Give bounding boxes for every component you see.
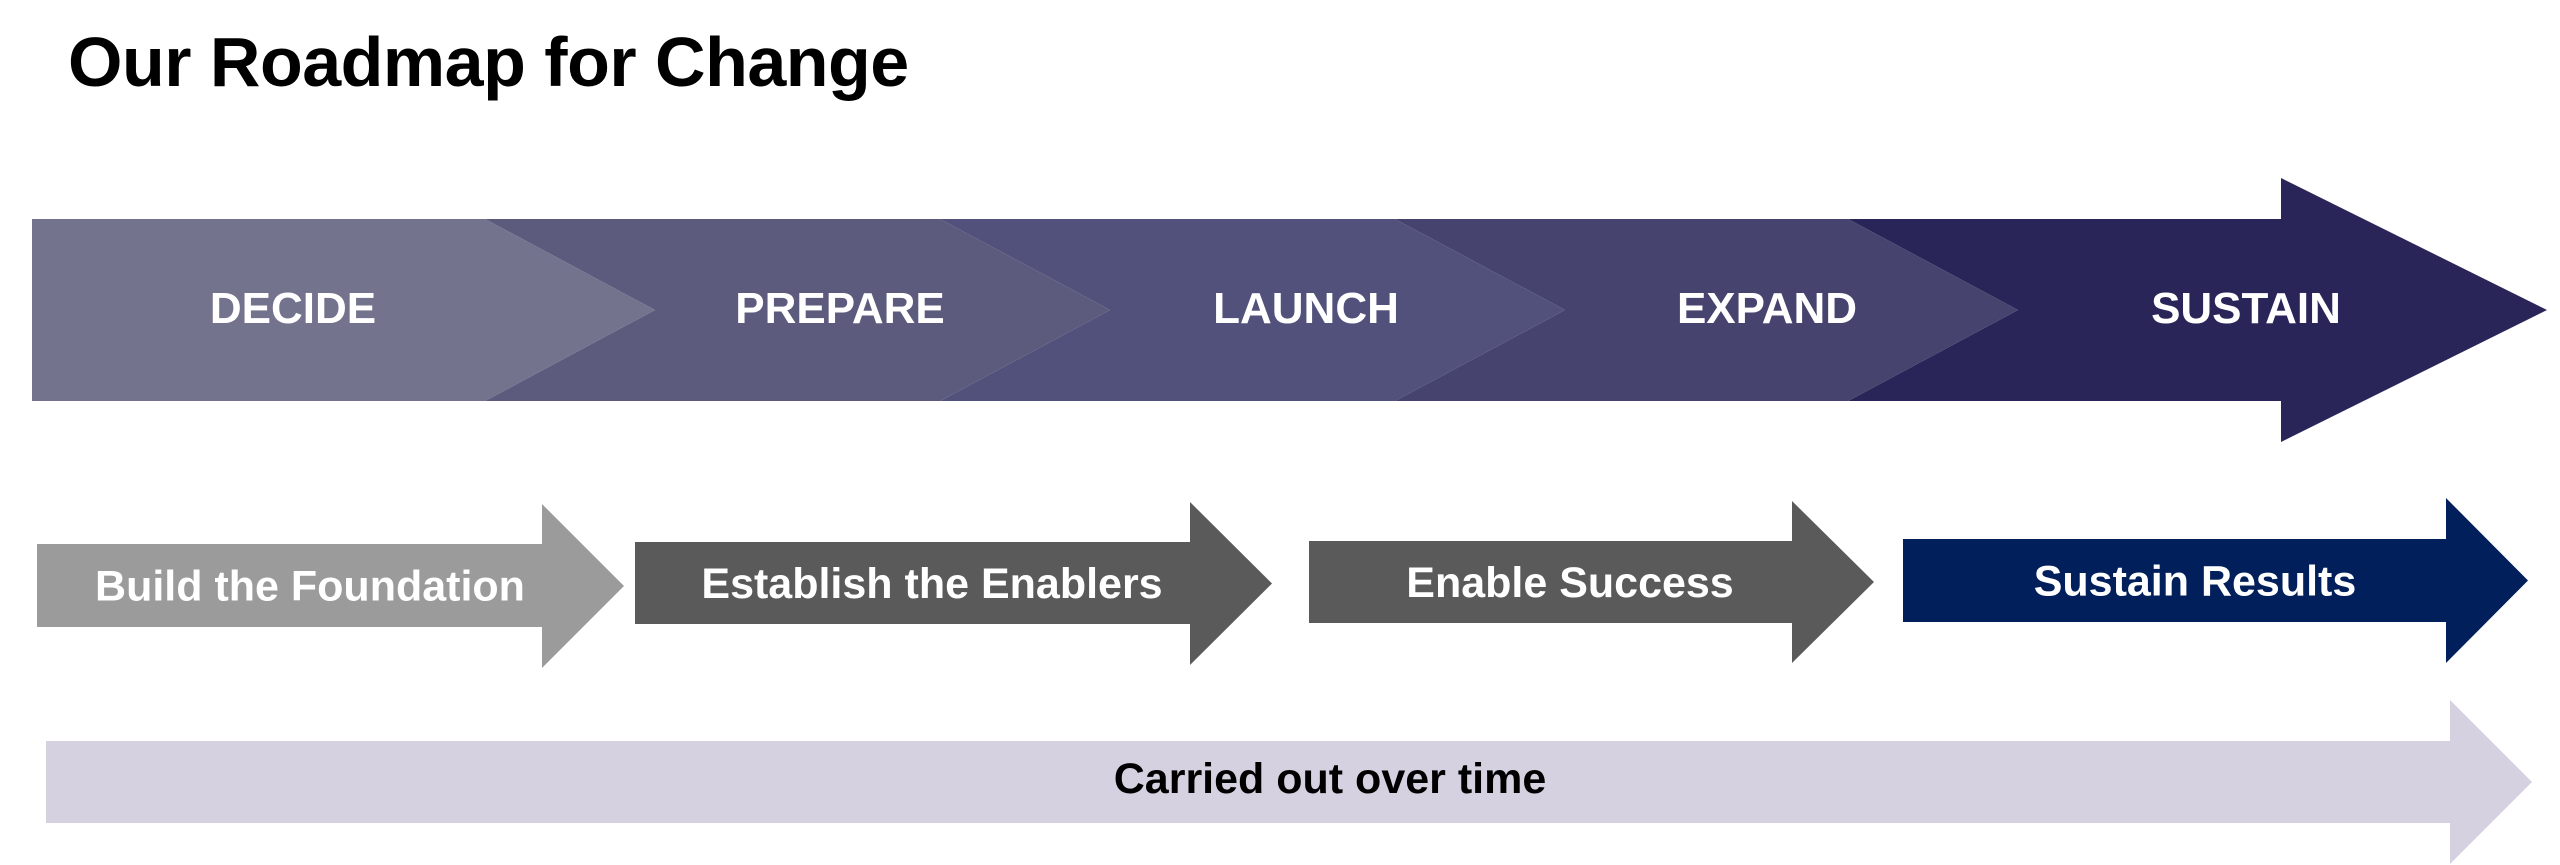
- timeline-arrow: [46, 700, 2532, 864]
- page-title: Our Roadmap for Change: [68, 23, 909, 101]
- phase-label-launch: LAUNCH: [1213, 284, 1399, 333]
- step-arrow-sustain-results: [1903, 498, 2528, 663]
- phase-shape-decide: [32, 219, 655, 401]
- phase-label-prepare: PREPARE: [735, 284, 944, 333]
- phase-label-decide: DECIDE: [210, 284, 376, 333]
- step-arrow-build-foundation: [37, 504, 624, 668]
- phase-shape-prepare: [485, 219, 1110, 401]
- step-arrow-establish-enablers: [635, 502, 1272, 665]
- step-label-establish-enablers: Establish the Enablers: [701, 560, 1162, 608]
- timeline-label: Carried out over time: [1114, 755, 1547, 803]
- step-arrow-enable-success: [1309, 501, 1874, 663]
- phase-shape-sustain: [1848, 178, 2547, 442]
- step-label-build-foundation: Build the Foundation: [95, 563, 525, 611]
- phase-shape-launch: [940, 219, 1565, 401]
- timeline: Carried out over time: [46, 700, 2532, 864]
- step-label-enable-success: Enable Success: [1406, 559, 1733, 607]
- phase-shape-expand: [1395, 219, 2018, 401]
- phase-label-sustain: SUSTAIN: [2151, 284, 2341, 333]
- step-arrows: Build the Foundation Establish the Enabl…: [37, 498, 2528, 668]
- step-label-sustain-results: Sustain Results: [2034, 558, 2357, 606]
- phase-label-expand: EXPAND: [1677, 284, 1857, 333]
- phase-band: DECIDE PREPARE LAUNCH EXPAND SUSTAIN: [32, 178, 2547, 442]
